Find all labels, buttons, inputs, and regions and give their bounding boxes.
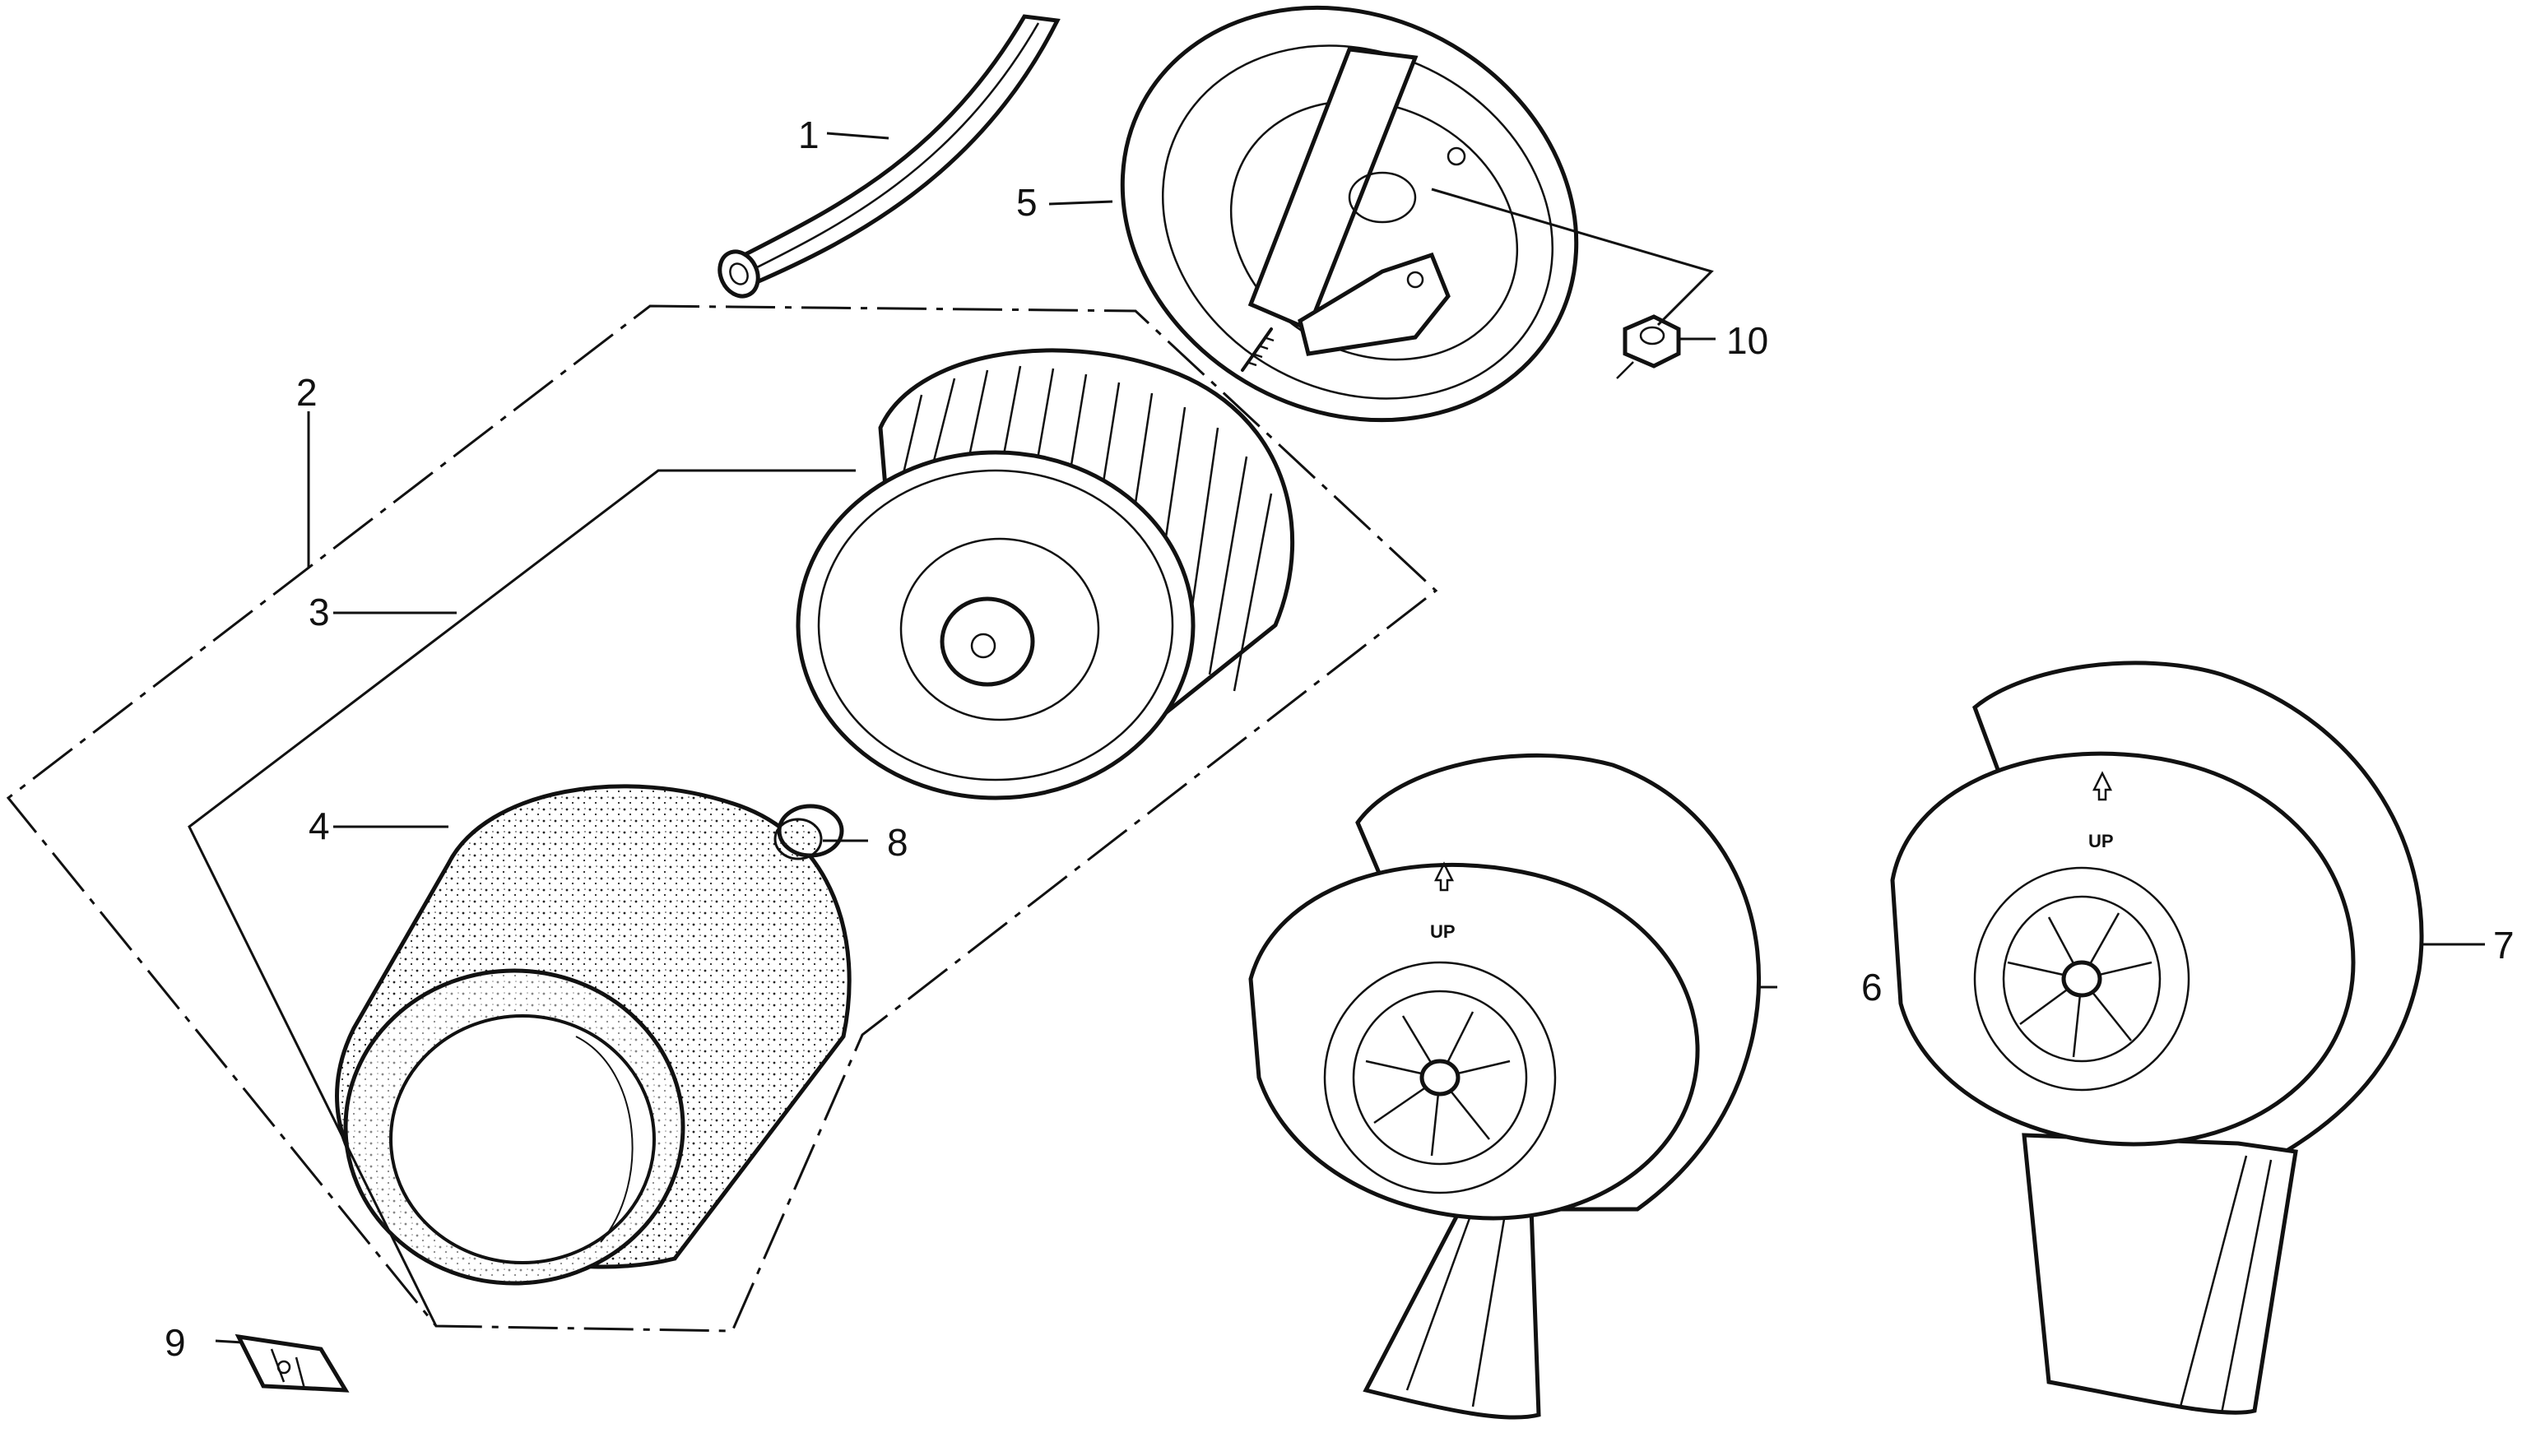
up-marking-7: UP: [2088, 831, 2114, 851]
air-cleaner-cover-part-7: UP: [1890, 661, 2424, 1415]
assembly-outline-part-2: [6, 304, 1438, 1333]
callout-4: 4: [309, 805, 330, 847]
callout-6: 6: [1861, 966, 1883, 1009]
callout-1: 1: [798, 114, 820, 156]
clip-part-9: [235, 1333, 350, 1393]
callout-9: 9: [165, 1321, 186, 1364]
foam-element-part-4: [335, 784, 852, 1286]
air-cleaner-case-part-5: [1120, 5, 1579, 423]
breather-tube-part-1: [718, 14, 1061, 299]
sub-assembly-bracket: [188, 469, 856, 1327]
callout-7: 7: [2493, 924, 2515, 967]
air-cleaner-element-part-3: [796, 348, 1295, 800]
callout-10: 10: [1726, 319, 1768, 362]
callout-5: 5: [1016, 181, 1038, 224]
leader-lines: [215, 132, 2485, 1344]
callout-2: 2: [296, 371, 318, 414]
up-marking-6: UP: [1430, 921, 1456, 942]
air-cleaner-cover-part-6: UP: [1248, 753, 1761, 1420]
callout-3: 3: [309, 591, 330, 633]
callout-8: 8: [887, 821, 908, 864]
nut-part-10: [1616, 314, 1681, 379]
grommet-part-8: [773, 804, 844, 860]
